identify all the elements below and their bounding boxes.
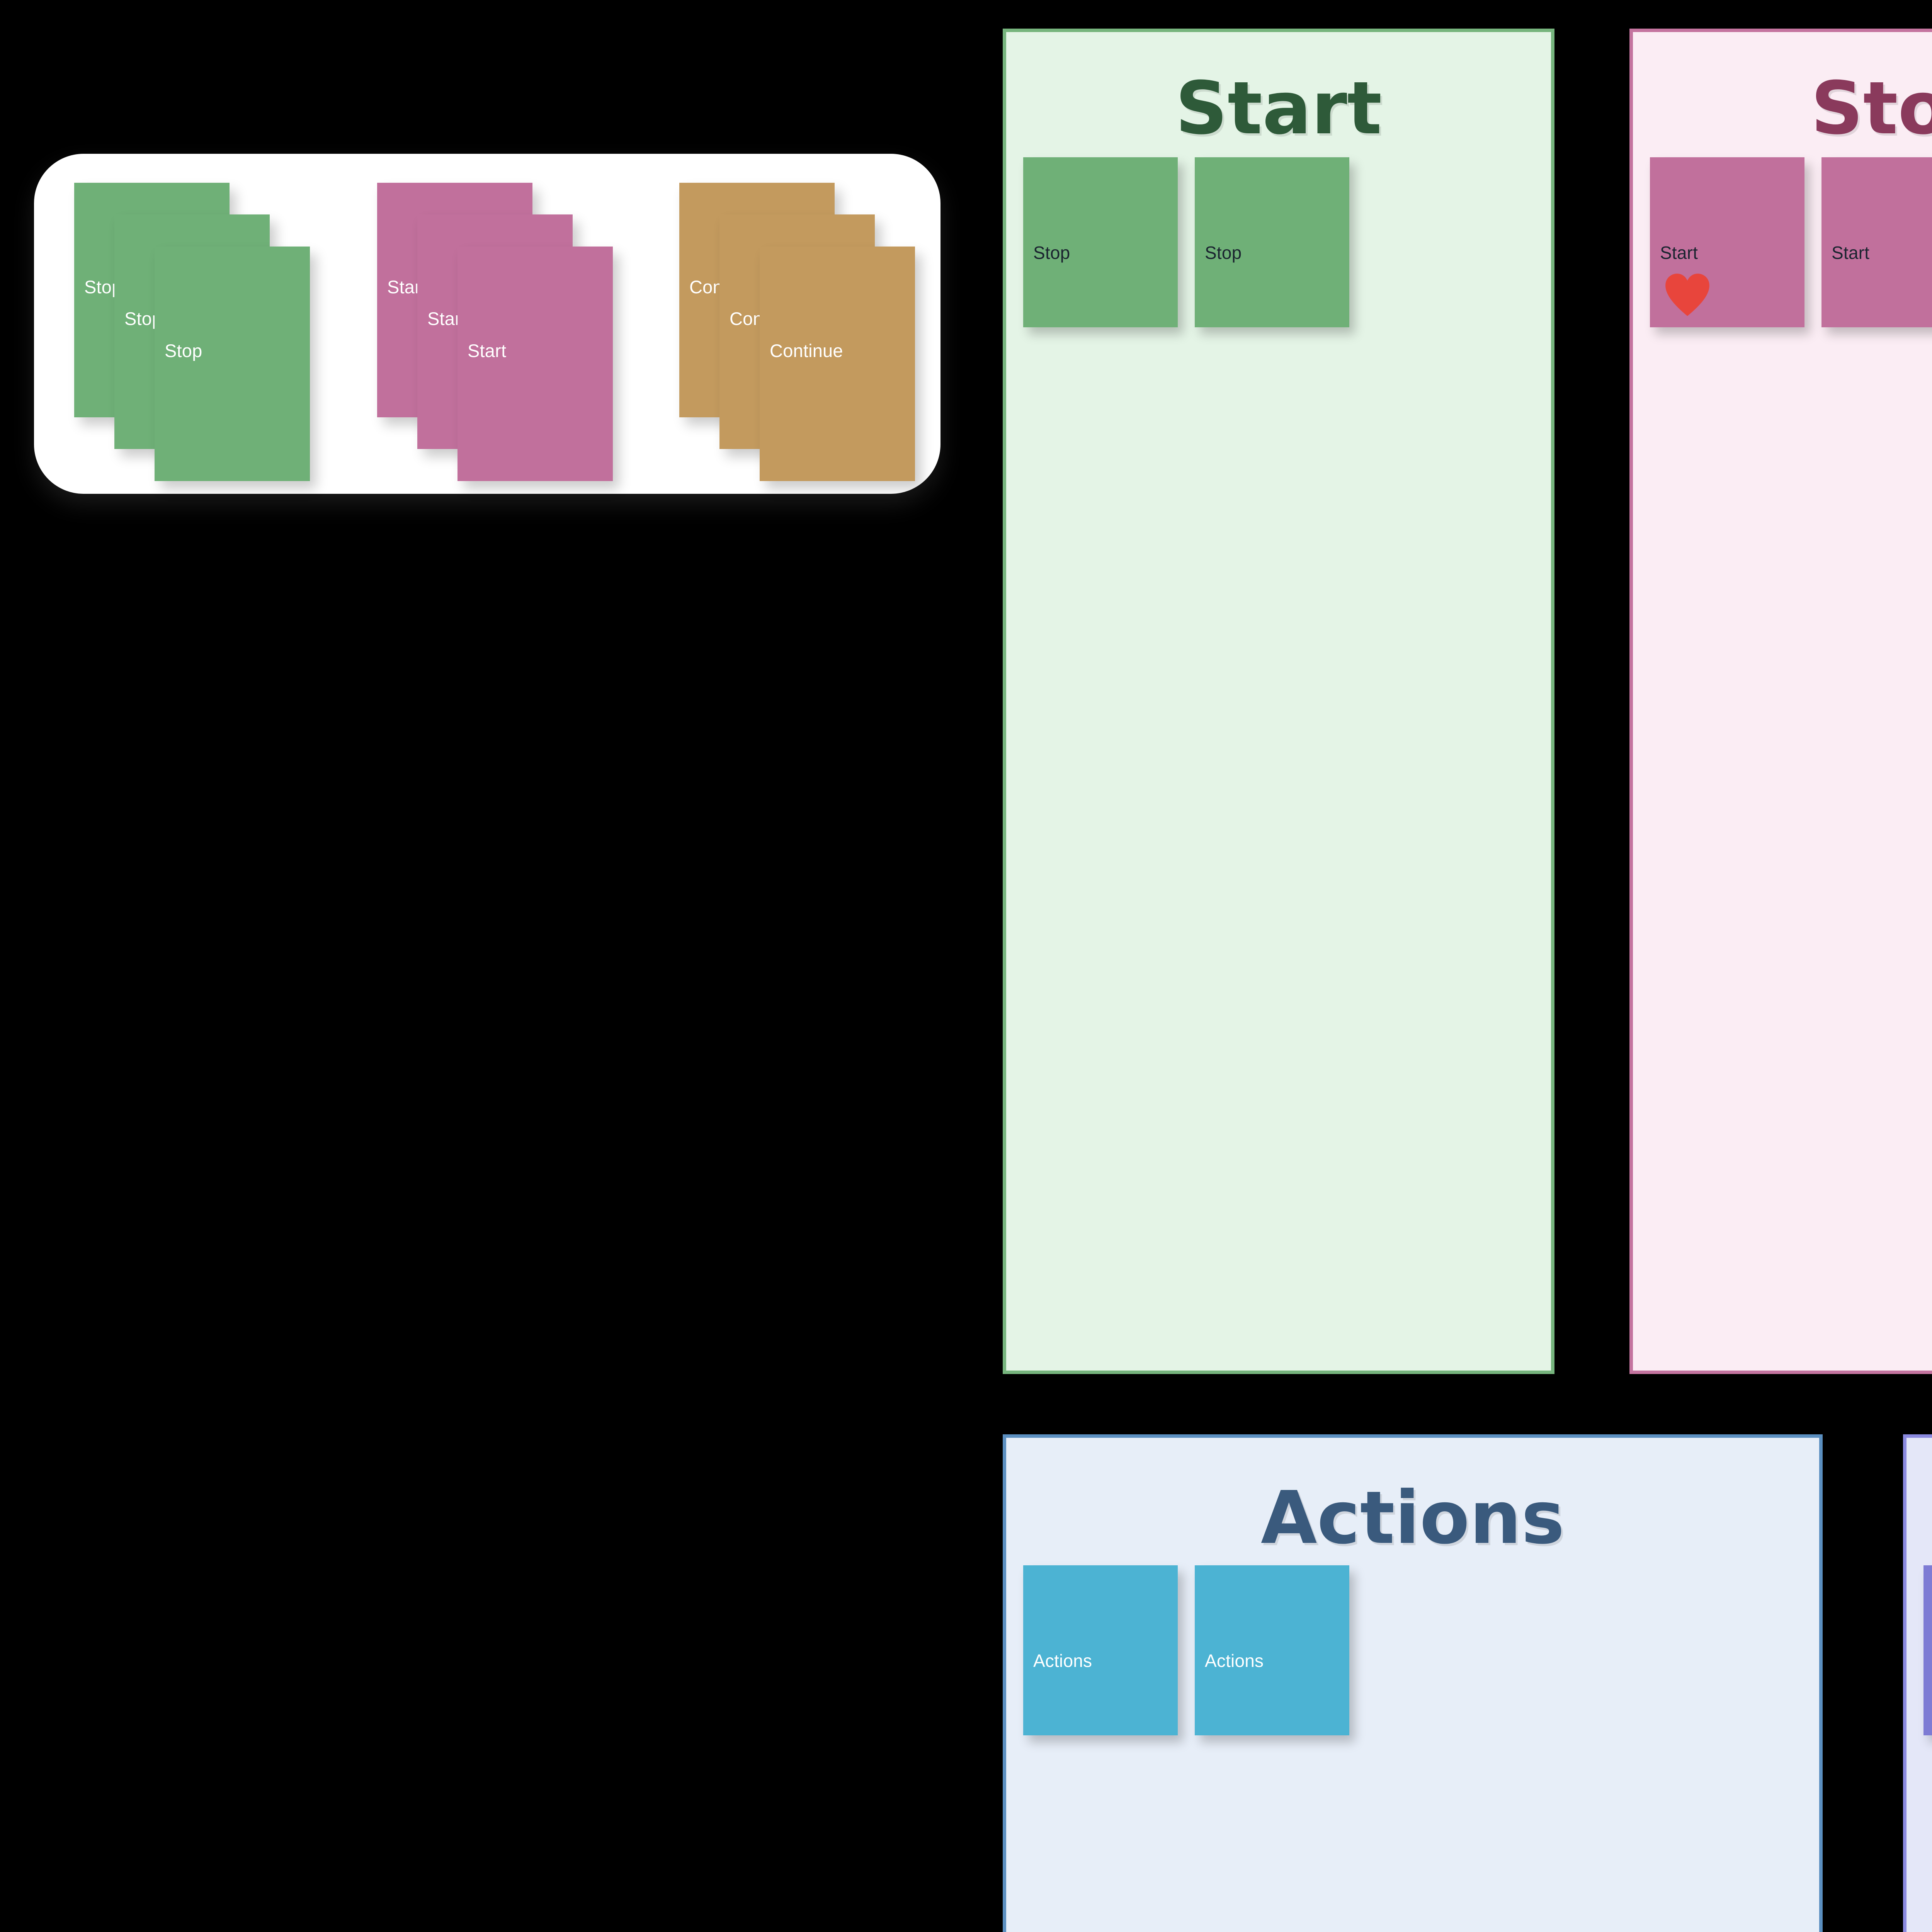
note-card[interactable]: Start bbox=[1821, 157, 1932, 327]
note-stack-green[interactable]: Stop Stop Stop bbox=[34, 154, 940, 494]
palette-note-label: Continue bbox=[770, 340, 843, 361]
note-label: Actions bbox=[1205, 1651, 1264, 1671]
note-card[interactable]: Stop bbox=[1023, 157, 1178, 327]
note-stack-tan[interactable]: Continue Continue Continue bbox=[34, 154, 940, 494]
heart-sticker bbox=[1662, 269, 1713, 323]
note-card[interactable]: Actions bbox=[1195, 1565, 1349, 1735]
note-card[interactable]: Start bbox=[1650, 157, 1804, 327]
note-card[interactable]: Stop bbox=[1195, 157, 1349, 327]
column-start[interactable]: Start Stop Stop bbox=[1003, 29, 1554, 1374]
palette-note[interactable]: Continue bbox=[760, 247, 915, 481]
column-title-questions: Questions bbox=[1906, 1476, 1932, 1560]
palette-note[interactable]: Start bbox=[457, 247, 613, 481]
column-title-actions: Actions bbox=[1260, 1476, 1565, 1560]
sticky-note-palette: Stop Stop Stop Start Start Start Con bbox=[34, 154, 940, 494]
column-title-stop: Stop bbox=[1811, 66, 1932, 151]
note-stack-pink[interactable]: Start Start Start bbox=[34, 154, 940, 494]
column-questions[interactable]: Questions Questions Questions bbox=[1903, 1434, 1932, 1932]
note-label: Start bbox=[1660, 243, 1698, 263]
palette-note[interactable]: Stop bbox=[155, 247, 310, 481]
note-card[interactable]: Questions bbox=[1923, 1565, 1932, 1735]
note-card[interactable]: Actions bbox=[1023, 1565, 1178, 1735]
column-actions[interactable]: Actions Actions Actions bbox=[1003, 1434, 1823, 1932]
palette-note-label: Start bbox=[468, 340, 507, 361]
note-label: Actions bbox=[1033, 1651, 1092, 1671]
column-stop[interactable]: Stop Start Start bbox=[1629, 29, 1932, 1374]
column-title-start: Start bbox=[1175, 66, 1382, 151]
note-label: Start bbox=[1832, 243, 1870, 263]
note-label: Stop bbox=[1205, 243, 1242, 263]
note-label: Stop bbox=[1033, 243, 1070, 263]
palette-note-label: Stop bbox=[165, 340, 202, 361]
